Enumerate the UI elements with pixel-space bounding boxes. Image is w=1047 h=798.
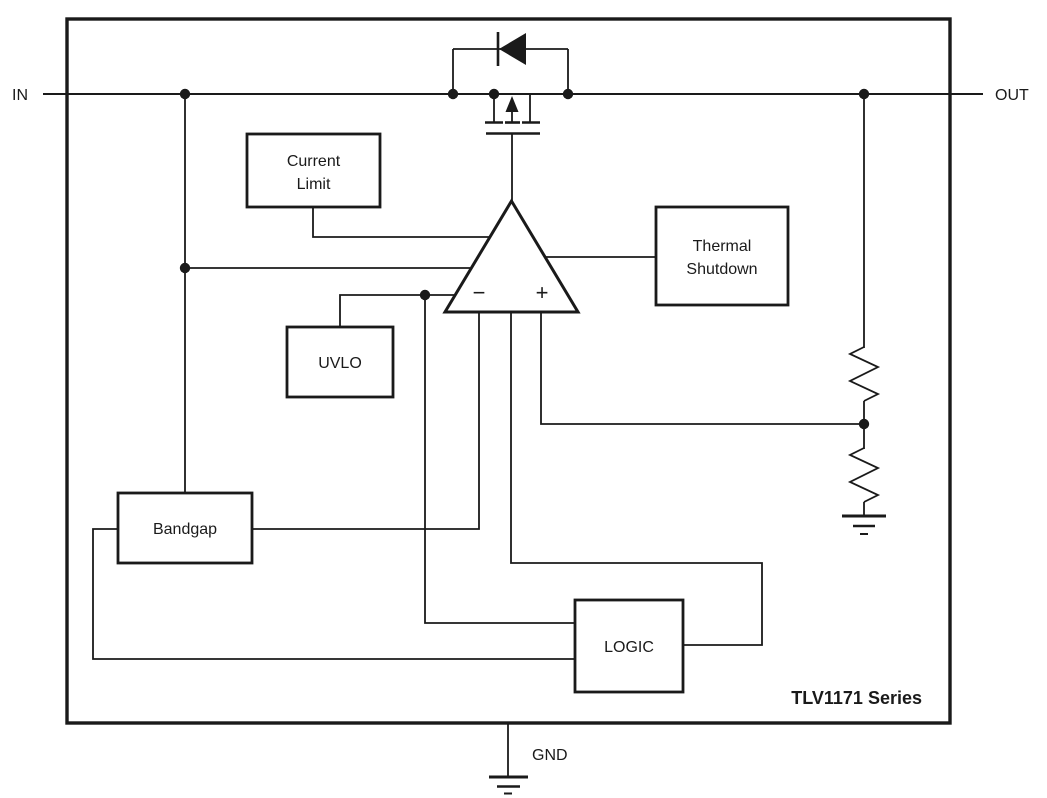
current-limit-label-line1: Current: [287, 153, 341, 170]
out-pin-label: OUT: [995, 87, 1029, 104]
amp-to-logic-loop-wire: [510, 312, 763, 646]
junction-dot: [488, 88, 500, 100]
resistor-bottom: [847, 447, 881, 503]
chip-boundary: [65, 17, 952, 725]
feedback-to-amp-wire: [540, 312, 864, 425]
junction-dot: [179, 262, 191, 274]
pass-transistor: [485, 94, 540, 203]
bandgap-label: Bandgap: [153, 521, 217, 538]
in-pin-label: IN: [12, 87, 28, 104]
resistor-top: [847, 346, 881, 402]
inverting-input-label: −: [473, 280, 486, 305]
junction-dot: [858, 418, 870, 430]
thermal-shutdown-block: Thermal Shutdown: [654, 205, 790, 307]
diagram-title: TLV1171 Series: [791, 688, 922, 708]
current-limit-to-amp-wire: [312, 207, 489, 238]
uvlo-box: [285, 325, 395, 399]
bandgap-to-logic-wire: [92, 528, 575, 660]
junction-dot: [562, 88, 574, 100]
logic-label: LOGIC: [604, 639, 654, 656]
junction-dot: [419, 289, 431, 301]
current-limit-label-line2: Limit: [297, 176, 331, 193]
current-limit-box: [245, 132, 382, 209]
bandgap-box: [116, 491, 254, 565]
uvlo-label: UVLO: [318, 355, 362, 372]
noninverting-input-label: +: [536, 280, 549, 305]
current-limit-block: Current Limit: [245, 132, 382, 209]
logic-block: LOGIC: [573, 598, 685, 694]
junction-dot: [179, 88, 191, 100]
bandgap-block: Bandgap: [116, 491, 254, 565]
logic-box: [573, 598, 685, 694]
uvlo-block: UVLO: [285, 325, 395, 399]
fet-body-arrow: [505, 96, 519, 112]
uvlo-to-amp-wire: [339, 294, 456, 327]
ground-symbol-bottom: [489, 775, 528, 795]
bandgap-to-amp-wire: [252, 312, 480, 530]
ground-symbol-right: [842, 514, 886, 535]
thermal-shutdown-label-line2: Shutdown: [686, 261, 757, 278]
thermal-shutdown-box: [654, 205, 790, 307]
node-to-logic-wire: [424, 295, 575, 624]
junction-dot: [447, 88, 459, 100]
thermal-shutdown-label-line1: Thermal: [693, 238, 752, 255]
junction-dots: [179, 88, 870, 430]
gnd-pin-label: GND: [532, 747, 568, 764]
body-diode: [452, 32, 569, 94]
gnd-pin: GND: [489, 723, 568, 795]
junction-dot: [858, 88, 870, 100]
feedback-divider: [842, 94, 886, 535]
signal-wires: [92, 207, 864, 660]
diode-triangle: [499, 33, 526, 65]
